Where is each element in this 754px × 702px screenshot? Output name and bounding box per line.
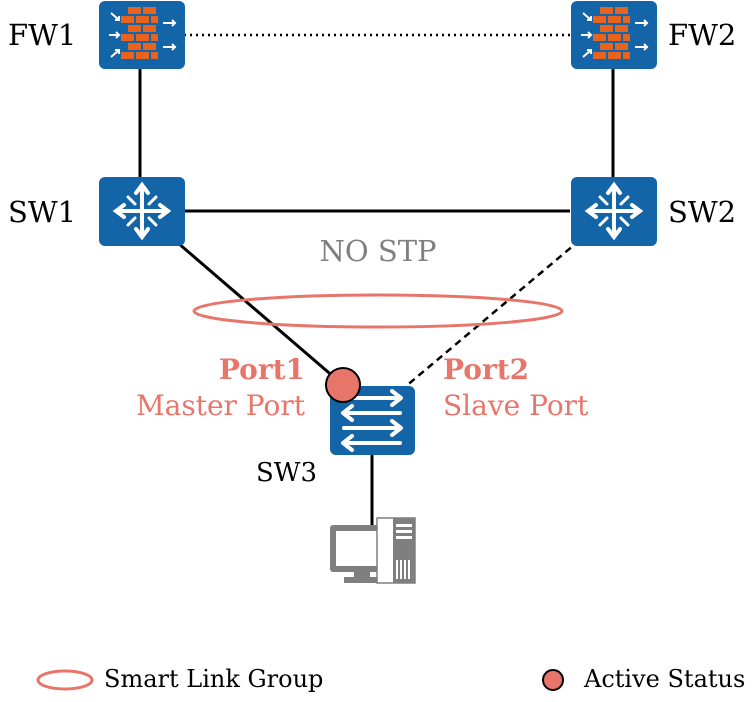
sw1-label: SW1	[8, 195, 76, 229]
router-icon	[584, 181, 644, 241]
legend-active-status-icon	[542, 669, 564, 691]
sw3-label: SW3	[256, 458, 317, 488]
firewall-icon	[581, 7, 649, 59]
firewall-icon	[109, 7, 177, 59]
router-icon	[112, 181, 172, 241]
fw1-device[interactable]	[99, 1, 185, 69]
port2-name: Port2	[443, 353, 529, 386]
legend-active-status-label: Active Status	[583, 665, 745, 693]
no-stp-label: NO STP	[319, 234, 436, 268]
switch-icon	[341, 389, 403, 452]
sw1-device[interactable]	[99, 177, 185, 246]
port1-active-status-dot	[325, 367, 361, 403]
port2-role: Slave Port	[443, 389, 589, 422]
legend-smart-link-group-label: Smart Link Group	[104, 665, 323, 693]
sw2-device[interactable]	[571, 177, 657, 246]
port1-name: Port1	[219, 353, 305, 386]
sw2-label: SW2	[668, 195, 736, 229]
link-sw1-sw3	[177, 241, 336, 380]
sw3-device[interactable]	[330, 386, 415, 455]
fw2-device[interactable]	[571, 1, 657, 69]
fw2-label: FW2	[668, 18, 736, 52]
pc-icon	[330, 517, 416, 584]
legend-smart-link-group-icon	[36, 669, 94, 691]
port1-role: Master Port	[136, 389, 306, 422]
link-sw2-sw3	[404, 239, 581, 388]
fw1-label: FW1	[8, 18, 76, 52]
smart-link-group-ellipse	[192, 293, 564, 329]
